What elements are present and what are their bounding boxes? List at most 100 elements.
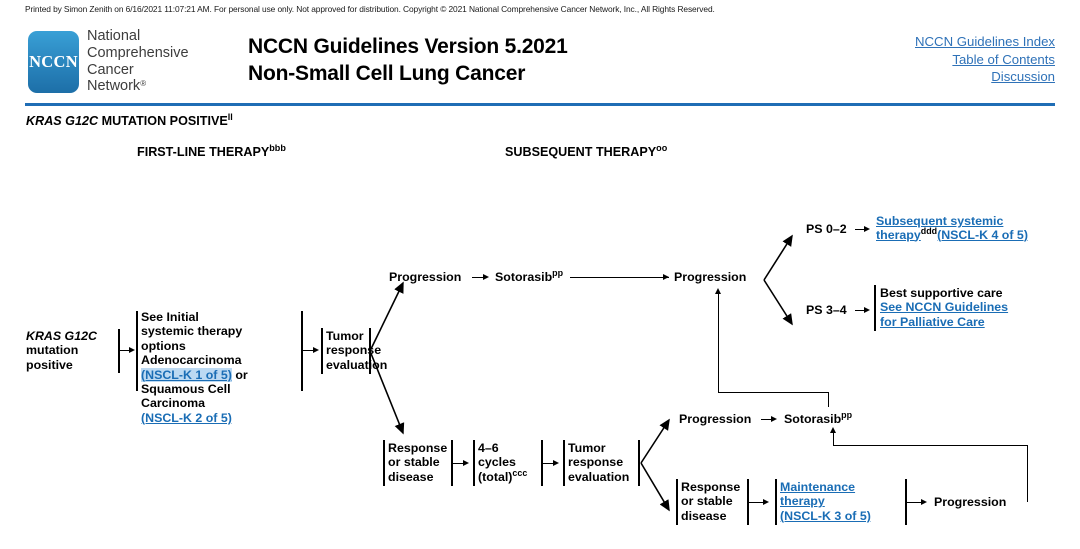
footnote-marker-ddd: ddd (920, 225, 938, 236)
response-2-line3: disease (681, 508, 727, 523)
bracket-maintenance-right (905, 479, 907, 525)
bracket-response-2-left (676, 479, 678, 525)
response-1-line1: Response (388, 441, 448, 455)
tumor-eval-1-line3: evaluation (326, 357, 388, 372)
branch-progression-2 (763, 234, 793, 326)
arrowhead-entry-to-options (129, 347, 135, 353)
options-link-row-2: (NSCL-K 2 of 5) (141, 411, 296, 425)
tumor-eval-1-line2: response (326, 343, 382, 358)
options-line3: options (141, 338, 186, 353)
tumor-eval-2-line3: evaluation (568, 469, 630, 484)
footnote-marker-pp-1: pp (552, 267, 564, 278)
link-table-of-contents[interactable]: Table of Contents (952, 51, 1055, 67)
bracket-cycles-left (473, 440, 475, 486)
link-nscl-k-4-of-5[interactable]: (NSCL-K 4 of 5) (937, 227, 1028, 242)
link-nccn-guidelines-index[interactable]: NCCN Guidelines Index (915, 34, 1055, 49)
link-subsequent-systemic-therapy-line1[interactable]: Subsequent systemic (876, 214, 1004, 228)
arrowhead-progression3-to-sotorasib2 (771, 416, 777, 422)
mutation-gene-name: KRAS G12C (26, 114, 99, 128)
branch-tumor-eval-2 (640, 418, 670, 512)
column-heading-first-label: FIRST-LINE THERAPY (137, 145, 270, 159)
bracket-maintenance-left (775, 479, 777, 525)
entry-gene-label: KRAS G12C (26, 329, 97, 343)
page-title-line1: NCCN Guidelines Version 5.2021 (248, 35, 568, 58)
options-or-word: or (231, 367, 248, 382)
node-subsequent-systemic-therapy: Subsequent systemic therapyddd(NSCL-K 4 … (876, 214, 1058, 242)
header-divider (25, 103, 1055, 106)
node-cycles-total: 4–6 cycles (total)ccc (478, 441, 527, 484)
tumor-eval-2-line2: response (568, 455, 624, 470)
connector-cycles-to-eval2 (543, 463, 555, 465)
routing-line-to-progression2 (718, 392, 829, 394)
link-maintenance-therapy-line1[interactable]: Maintenance (780, 480, 856, 494)
node-maintenance-therapy: Maintenance therapy (NSCL-K 3 of 5) (780, 480, 904, 523)
nccn-logo-mark: NCCN (28, 31, 79, 93)
footnote-marker-oo: oo (656, 142, 668, 153)
arrowhead-into-sotorasib2 (830, 427, 836, 433)
connector-progression1-to-sotorasib (472, 277, 484, 279)
tumor-eval-1-line1: Tumor (326, 329, 364, 343)
link-nscl-k-1-of-5[interactable]: (NSCL-K 1 of 5) (141, 367, 232, 382)
arrowhead-ps34-to-bsc (864, 307, 870, 313)
logo-network-word: Network (87, 78, 141, 95)
routing-line-into-sotorasib2 (833, 432, 835, 446)
arrowhead-ps02-to-subsequent (864, 226, 870, 232)
node-sotorasib-1: Sotorasibpp (495, 267, 564, 284)
node-progression-2: Progression (674, 270, 747, 284)
options-line2: systemic therapy (141, 324, 243, 339)
tumor-eval-2-line1: Tumor (568, 441, 606, 455)
bracket-bsc (874, 285, 876, 331)
node-best-supportive-care: Best supportive care See NCCN Guidelines… (880, 286, 1058, 329)
arrowhead-maintenance-to-progression4 (921, 499, 927, 505)
link-subsequent-systemic-therapy-line2[interactable]: therapy (876, 227, 921, 242)
connector-entry-to-options (119, 350, 130, 352)
node-progression-3: Progression (679, 412, 752, 426)
column-heading-subsequent-therapy: SUBSEQUENT THERAPYoo (505, 142, 668, 159)
arrowhead-progression1-to-sotorasib (483, 274, 489, 280)
connector-sotorasib1-to-progression2 (570, 277, 669, 279)
logo-line-cancer: Cancer (87, 61, 134, 78)
options-line6: Carcinoma (141, 396, 206, 411)
response-2-line2: or stable (681, 494, 733, 509)
connector-maintenance-to-progression4 (907, 502, 923, 504)
response-2-line1: Response (681, 480, 741, 494)
footnote-marker-pp-2: pp (841, 409, 853, 420)
link-discussion[interactable]: Discussion (991, 69, 1055, 85)
footnote-marker-bbb: bbb (269, 142, 286, 153)
nccn-logo-wordmark: National Comprehensive Cancer Network® (87, 28, 189, 95)
bracket-options-left (136, 311, 138, 391)
footnote-marker-ll: ll (227, 111, 233, 122)
arrowhead-response1-to-cycles (463, 460, 469, 466)
node-response-or-stable-disease-1: Response or stable disease (388, 441, 447, 484)
options-link-row-1: (NSCL-K 1 of 5) or (141, 367, 296, 382)
nccn-logo-text: NCCN (29, 52, 78, 71)
column-heading-subsequent-label: SUBSEQUENT THERAPY (505, 145, 657, 159)
bracket-cycles-right (541, 440, 543, 486)
sotorasib-2-label: Sotorasib (784, 412, 842, 426)
link-nscl-k-3-of-5[interactable]: (NSCL-K 3 of 5) (780, 508, 871, 523)
page-title: NCCN Guidelines Version 5.2021 Non-Small… (248, 33, 568, 87)
bracket-response-2-right (747, 479, 749, 525)
cycles-line1: 4–6 (478, 441, 499, 455)
response-1-line3: disease (388, 469, 434, 484)
options-line1: See Initial (141, 310, 199, 324)
connector-ps02-to-subsequent (855, 229, 866, 231)
node-progression-1: Progression (389, 270, 462, 284)
routing-line-progression4-up (1027, 445, 1029, 502)
connector-progression3-to-sotorasib2 (761, 419, 773, 421)
link-palliative-care-line2[interactable]: for Palliative Care (880, 314, 985, 329)
connector-response2-to-maintenance (749, 502, 765, 504)
node-progression-4: Progression (934, 495, 1007, 509)
bracket-tumor-eval-1-left (321, 328, 323, 374)
connector-ps34-to-bsc (855, 310, 866, 312)
link-nscl-k-2-of-5[interactable]: (NSCL-K 2 of 5) (141, 410, 232, 425)
arrowhead-into-progression2 (715, 288, 721, 294)
response-1-line2: or stable (388, 455, 440, 470)
section-heading-mutation: KRAS G12C MUTATION POSITIVEll (26, 111, 233, 128)
arrowhead-response2-to-maintenance (763, 499, 769, 505)
link-maintenance-therapy-line2[interactable]: therapy (780, 494, 825, 509)
node-tumor-response-evaluation-1: Tumor response evaluation (326, 329, 387, 372)
registered-mark-icon: ® (140, 79, 147, 89)
connector-options-to-eval (303, 350, 314, 352)
link-palliative-care-line1[interactable]: See NCCN Guidelines (880, 300, 1009, 315)
